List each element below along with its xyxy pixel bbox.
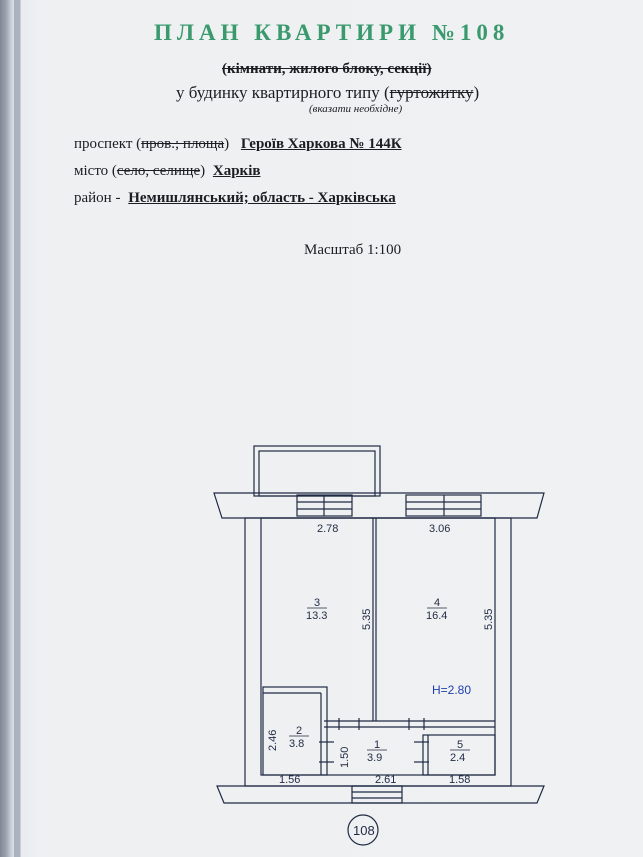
city-label-close: ) (200, 163, 206, 179)
bottom-wall (216, 785, 545, 804)
street-line: проспект (пров.; площа) Героїв Харкова №… (74, 136, 402, 153)
room-2-outline (262, 686, 328, 776)
dim-top-left: 2.78 (317, 523, 338, 535)
binding-edge (14, 0, 21, 857)
district-line: район - Немишлянський; область - Харківс… (74, 190, 396, 207)
district-value: Немишлянський; область - Харківська (128, 190, 396, 206)
room-1-area: 3.9 (367, 752, 382, 764)
subtitle-struck: (кімнати, жилого блоку, секції) (222, 61, 432, 77)
room-4-area: 16.4 (426, 610, 447, 622)
city-line: місто (село, селище) Харків (74, 163, 260, 180)
house-type-close: ) (473, 83, 480, 102)
balcony-outline (253, 445, 381, 497)
scale-label: Масштаб 1:100 (304, 242, 402, 258)
entrance-door (351, 785, 403, 804)
document-sheet: ПЛАН КВАРТИРИ №108 (кімнати, жилого блок… (14, 0, 643, 857)
dim-room1-height: 1.50 (339, 747, 351, 768)
house-type-text: у будинку квартирного типу ( (176, 83, 390, 102)
apartment-number-circle (347, 814, 379, 846)
ceiling-height: H=2.80 (432, 683, 471, 697)
dim-bottom-left: 1.56 (279, 774, 300, 786)
city-label: місто ( (74, 163, 117, 179)
dim-room4-height: 5.35 (483, 609, 495, 630)
apartment-number: 108 (353, 823, 375, 838)
room-1-number: 1 (374, 739, 380, 751)
room-3-area: 13.3 (306, 610, 327, 622)
subtitle-line: (кімнати, жилого блоку, секції) (222, 61, 432, 78)
room-5-number: 5 (457, 739, 463, 751)
room-5-area: 2.4 (450, 752, 465, 764)
note-line: (вказати необхідне) (309, 103, 403, 115)
top-wall (213, 492, 545, 519)
room-2-area: 3.8 (289, 738, 304, 750)
city-label-struck: село, селище (116, 163, 201, 179)
room-3-number: 3 (314, 597, 320, 609)
dim-bottom-mid: 2.61 (375, 774, 396, 786)
street-label-struck: пров.; площа (141, 136, 225, 152)
room-5-outline (422, 734, 496, 776)
house-type-struck: гуртожитку (389, 83, 474, 102)
street-value: Героїв Харкова № 144К (240, 136, 402, 152)
page-title: ПЛАН КВАРТИРИ №108 (154, 20, 510, 45)
city-value: Харків (212, 163, 261, 179)
street-label-close: ) (224, 136, 230, 152)
dim-bottom-right: 1.58 (449, 774, 470, 786)
floor-plan: 2.78 3.06 3 13.3 5.35 4 16.4 5.35 H=2.80… (213, 445, 545, 846)
apartment-inner (260, 517, 496, 776)
street-label: проспект ( (74, 136, 142, 152)
district-label: район - (74, 190, 121, 206)
room-4-number: 4 (434, 597, 440, 609)
room-2-number: 2 (296, 725, 302, 737)
balcony-inner (258, 450, 376, 497)
house-type-line: у будинку квартирного типу (гуртожитку) (176, 83, 479, 103)
dim-room2-height: 2.46 (267, 730, 279, 751)
dim-room3-height: 5.35 (361, 609, 373, 630)
dim-top-right: 3.06 (429, 523, 450, 535)
